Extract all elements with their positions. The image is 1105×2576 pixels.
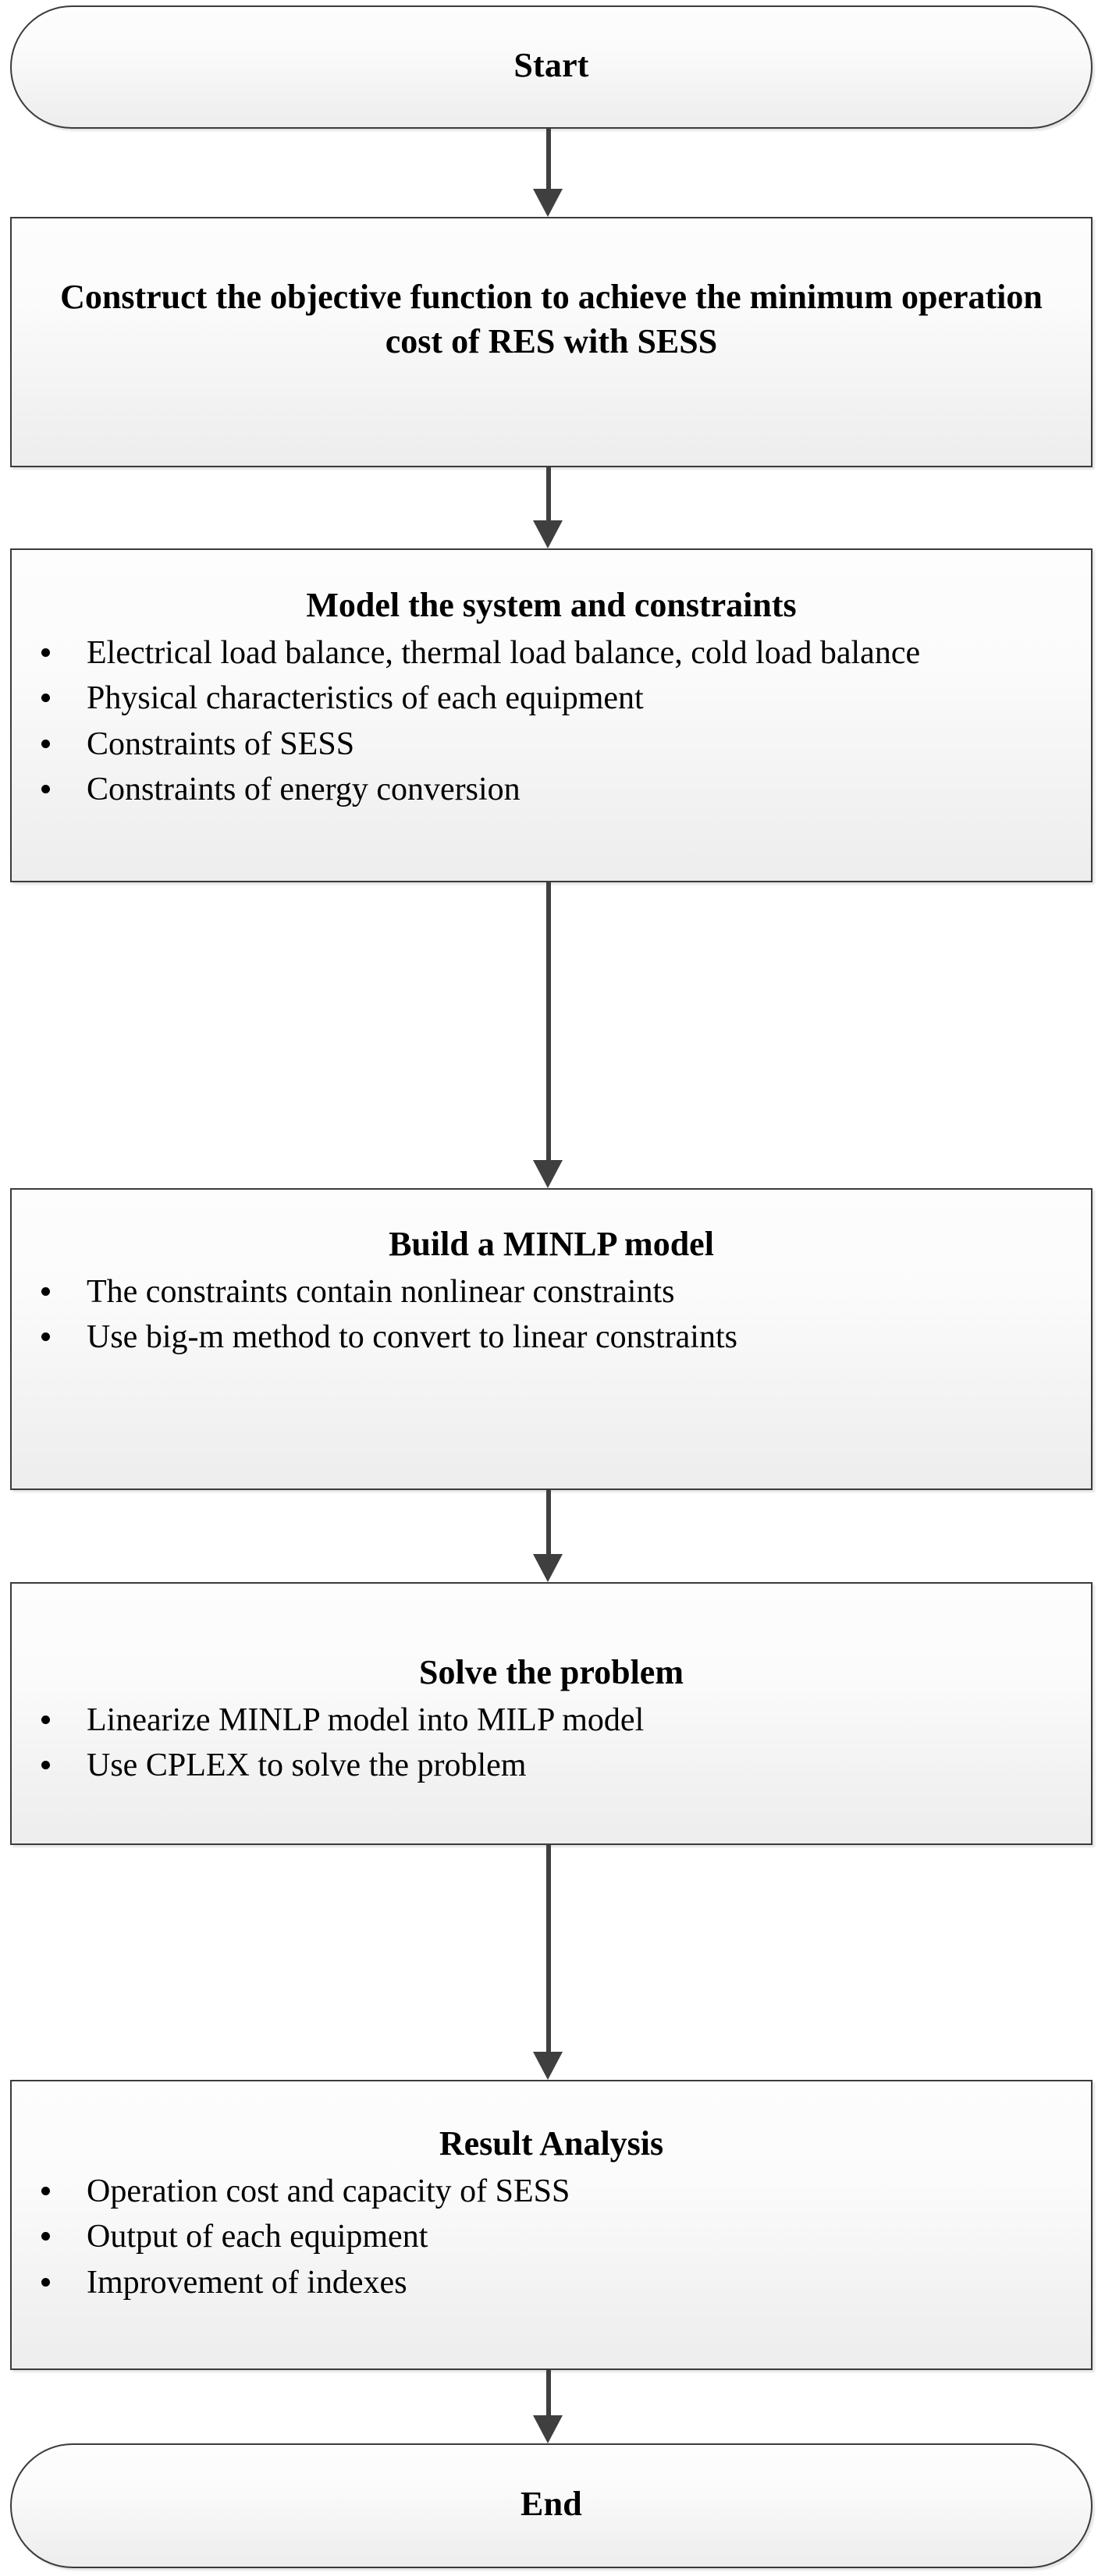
flow-node-model-bullets: Electrical load balance, thermal load ba… (12, 631, 1091, 812)
flow-node-model-heading: Model the system and constraints (306, 586, 797, 624)
arrow-shaft (545, 129, 551, 190)
list-item: Constraints of SESS (12, 722, 1091, 766)
bullet-dot-icon (41, 2232, 50, 2241)
arrow-head-icon (533, 2415, 563, 2443)
flow-node-result-body: Result Analysis Operation cost and capac… (12, 2081, 1091, 2305)
list-item-label: Use big-m method to convert to linear co… (87, 1319, 737, 1356)
list-item: Use big-m method to convert to linear co… (12, 1315, 1091, 1359)
bullet-dot-icon (41, 2277, 50, 2287)
list-item-label: Linearize MINLP model into MILP model (87, 1702, 645, 1738)
bullet-dot-icon (41, 739, 50, 748)
flow-node-objective-text: Construct the objective function to achi… (60, 278, 1043, 361)
flow-node-minlp-heading: Build a MINLP model (389, 1225, 714, 1263)
arrow-head-icon (533, 1554, 563, 1582)
flow-node-minlp-body: Build a MINLP model The constraints cont… (12, 1190, 1091, 1360)
flow-node-start[interactable]: Start (10, 5, 1093, 129)
list-item-label: Operation cost and capacity of SESS (87, 2173, 570, 2209)
arrow-shaft (545, 467, 551, 522)
arrow-shaft (545, 2370, 551, 2417)
flow-node-result-bullets: Operation cost and capacity of SESS Outp… (12, 2170, 1091, 2305)
flow-node-model-body: Model the system and constraints Electri… (12, 550, 1091, 812)
list-item-label: Output of each equipment (87, 2219, 428, 2255)
list-item-label: Physical characteristics of each equipme… (87, 680, 644, 717)
flow-node-solve-heading: Solve the problem (419, 1653, 684, 1691)
flow-arrow-solve-to-result (533, 1845, 563, 2080)
list-item-label: Electrical load balance, thermal load ba… (87, 635, 921, 671)
arrow-shaft (545, 1845, 551, 2053)
list-item: Physical characteristics of each equipme… (12, 676, 1091, 720)
arrow-shaft (545, 1490, 551, 1556)
flow-node-minlp[interactable]: Build a MINLP model The constraints cont… (10, 1188, 1093, 1490)
flow-arrow-start-to-objective (533, 129, 563, 217)
flow-node-solve-body: Solve the problem Linearize MINLP model … (12, 1584, 1091, 1788)
list-item: Constraints of energy conversion (12, 768, 1091, 811)
flow-arrow-model-to-minlp (533, 882, 563, 1188)
bullet-dot-icon (41, 2186, 50, 2195)
list-item: Use CPLEX to solve the problem (12, 1744, 1091, 1787)
list-item-label: Constraints of energy conversion (87, 772, 521, 808)
list-item-label: Use CPLEX to solve the problem (87, 1747, 527, 1784)
bullet-dot-icon (41, 1715, 50, 1724)
flow-node-result[interactable]: Result Analysis Operation cost and capac… (10, 2080, 1093, 2370)
bullet-dot-icon (41, 785, 50, 794)
arrow-head-icon (533, 520, 563, 548)
arrow-shaft (545, 882, 551, 1162)
arrow-head-icon (533, 2052, 563, 2080)
flow-node-minlp-bullets: The constraints contain nonlinear constr… (12, 1270, 1091, 1360)
flow-node-start-title: Start (513, 46, 589, 84)
bullet-dot-icon (41, 1286, 50, 1296)
list-item: Output of each equipment (12, 2215, 1091, 2258)
list-item: Electrical load balance, thermal load ba… (12, 631, 1091, 675)
bullet-dot-icon (41, 1761, 50, 1770)
arrow-head-icon (533, 1160, 563, 1188)
flow-node-objective[interactable]: Construct the objective function to achi… (10, 217, 1093, 467)
flow-node-result-heading: Result Analysis (439, 2124, 664, 2163)
list-item: Operation cost and capacity of SESS (12, 2170, 1091, 2213)
flow-arrow-minlp-to-solve (533, 1490, 563, 1582)
bullet-dot-icon (41, 648, 50, 657)
list-item: The constraints contain nonlinear constr… (12, 1270, 1091, 1314)
list-item-label: The constraints contain nonlinear constr… (87, 1274, 675, 1310)
flow-arrow-result-to-end (533, 2370, 563, 2443)
list-item: Improvement of indexes (12, 2261, 1091, 2305)
flow-node-end-title: End (521, 2485, 582, 2523)
arrow-head-icon (533, 189, 563, 217)
list-item-label: Constraints of SESS (87, 726, 355, 762)
flow-node-model[interactable]: Model the system and constraints Electri… (10, 548, 1093, 882)
list-item-label: Improvement of indexes (87, 2264, 407, 2301)
bullet-dot-icon (41, 694, 50, 703)
flow-node-solve[interactable]: Solve the problem Linearize MINLP model … (10, 1582, 1093, 1845)
flow-node-solve-bullets: Linearize MINLP model into MILP model Us… (12, 1698, 1091, 1788)
bullet-dot-icon (41, 1332, 50, 1342)
flow-arrow-objective-to-model (533, 467, 563, 548)
flow-node-end[interactable]: End (10, 2443, 1093, 2568)
list-item: Linearize MINLP model into MILP model (12, 1698, 1091, 1742)
